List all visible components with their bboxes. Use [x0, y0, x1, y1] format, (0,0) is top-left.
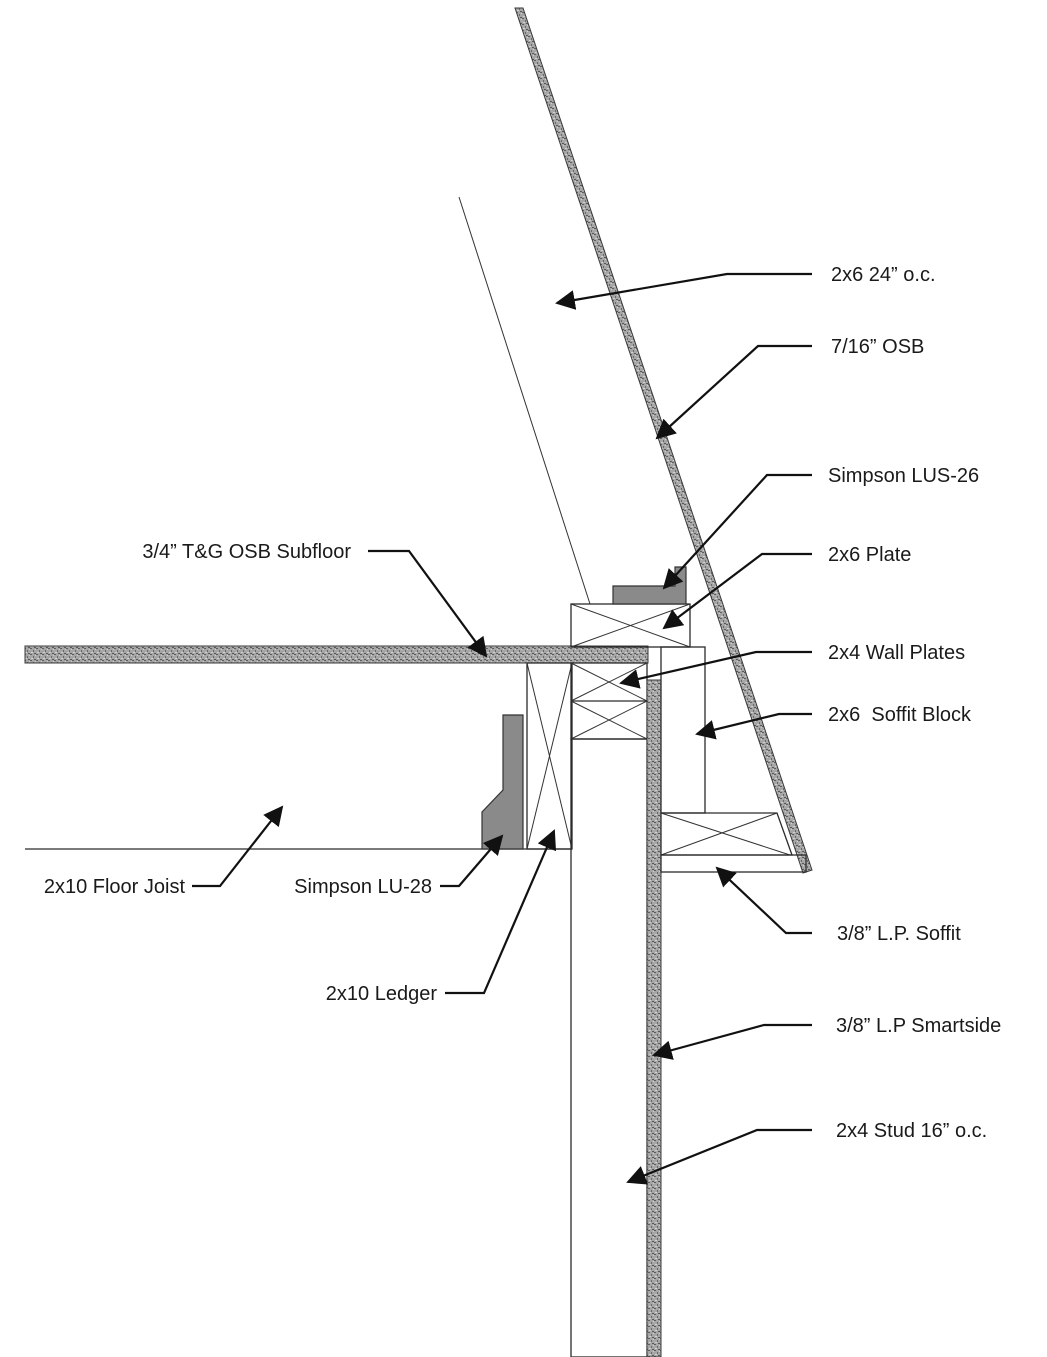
leader-joist-hanger [440, 834, 504, 888]
label-siding: 3/8” L.P Smartside [836, 1015, 1001, 1037]
leader-soffit-block [695, 712, 812, 740]
label-wall-plates: 2x4 Wall Plates [828, 642, 965, 664]
leader-siding [652, 1023, 812, 1060]
label-soffit-block: 2x6 Soffit Block [828, 704, 972, 726]
leader-floor-joist [192, 805, 284, 888]
label-rafter-hanger: Simpson LUS-26 [828, 465, 979, 487]
ledger-2x10 [526, 662, 573, 850]
joist-hanger-lu-28 [481, 714, 524, 850]
siding-smartside [646, 679, 662, 1357]
label-plate-2x6: 2x6 Plate [828, 544, 911, 566]
leader-plate-2x6 [662, 552, 812, 630]
leader-stud [626, 1128, 812, 1185]
wall-plates-2x4 [570, 662, 648, 740]
leader-ledger [445, 829, 557, 995]
leader-wall-plates [619, 650, 812, 689]
label-floor-joist: 2x10 Floor Joist [44, 876, 186, 898]
leader-rafter [555, 272, 812, 310]
label-ledger: 2x10 Ledger [326, 983, 438, 1005]
label-rafter: 2x6 24” o.c. [831, 264, 936, 286]
leader-subfloor [368, 549, 488, 658]
label-soffit: 3/8” L.P. Soffit [837, 923, 961, 945]
rafter-bottom-edge [458, 196, 591, 605]
subfloor-osb [24, 645, 649, 664]
roof-sheathing-osb [514, 7, 813, 874]
plate-2x6 [570, 603, 691, 648]
leader-soffit [715, 866, 812, 935]
label-roof-sheathing: 7/16” OSB [831, 336, 924, 358]
leader-rafter-hanger [662, 473, 812, 590]
soffit-lp [660, 854, 807, 873]
rafter-hanger-lus-26 [612, 566, 687, 605]
label-joist-hanger: Simpson LU-28 [294, 876, 432, 898]
leader-roof-sheathing [655, 344, 812, 440]
label-stud: 2x4 Stud 16” o.c. [836, 1120, 987, 1142]
soffit-block-2x6-horizontal [660, 812, 793, 856]
label-subfloor: 3/4” T&G OSB Subfloor [142, 541, 351, 563]
wall-stud-2x4 [570, 738, 648, 1357]
